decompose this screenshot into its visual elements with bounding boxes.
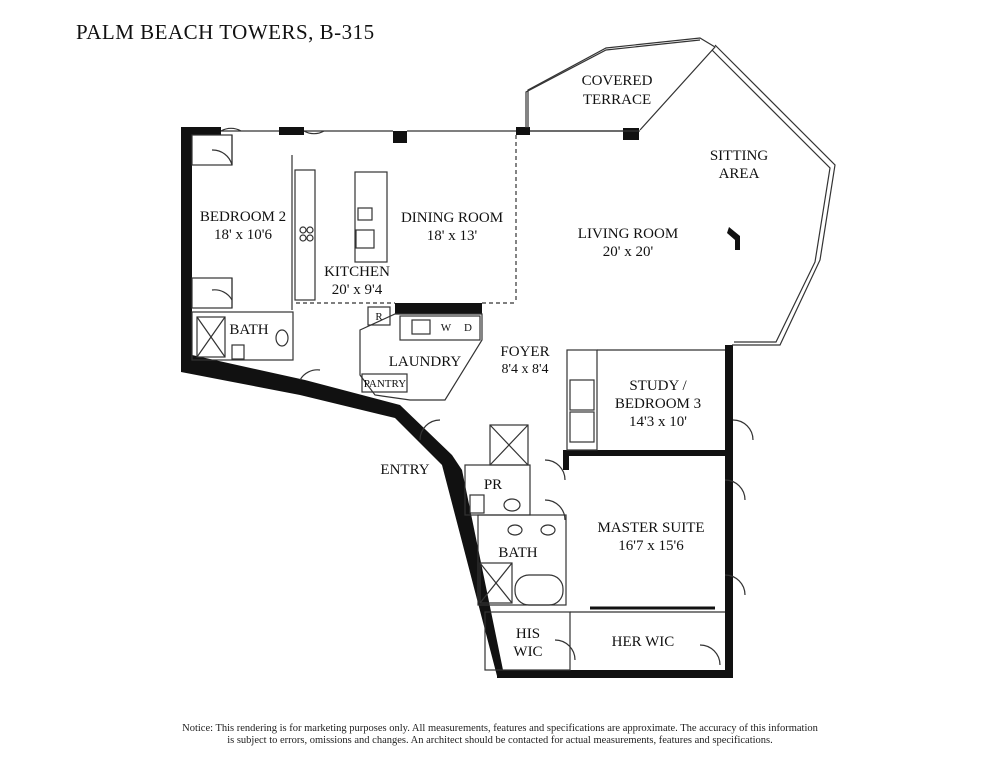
interior-walls [191,37,836,671]
wall-top-bedroom [181,127,221,135]
wall-study-bottom [567,450,729,456]
label-kitchen-name: KITCHEN [324,264,390,280]
label-covered-terrace-1: COVERED [582,73,653,89]
label-dining-room-size: 18' x 13' [427,228,478,244]
label-refrigerator: R [375,311,383,323]
disclaimer-notice: Notice: This rendering is for marketing … [180,723,820,747]
label-covered-terrace-2: TERRACE [583,92,651,108]
label-bath-master: BATH [498,545,537,561]
wall-pier-2 [623,128,639,140]
label-sitting-area-2: AREA [719,166,760,182]
column-living [727,227,740,250]
label-bedroom2-name: BEDROOM 2 [200,209,286,225]
wall-left [181,127,192,362]
notice-line-1: Notice: This rendering is for marketing … [182,723,818,734]
wall-master-bottom [497,670,732,678]
label-study-size: 14'3 x 10' [629,414,687,430]
label-dining-room-name: DINING ROOM [401,210,503,226]
label-living-room-size: 20' x 20' [603,244,654,260]
exterior-walls [181,127,740,678]
label-entry: ENTRY [380,462,429,478]
label-living-room-name: LIVING ROOM [578,226,678,242]
label-pr: PR [484,477,502,493]
label-bedroom2-size: 18' x 10'6 [214,227,272,243]
wall-master-west [563,450,569,470]
label-study-2: BEDROOM 3 [615,396,701,412]
wall-master-west-diagonal [442,465,503,676]
wall-southwest-diagonal [181,355,462,478]
label-sitting-area-1: SITTING [710,148,768,164]
label-dryer: D [464,322,472,334]
wall-top-right [516,127,530,135]
label-her-wic: HER WIC [612,634,675,650]
label-his-wic-2: WIC [513,644,542,660]
label-washer: W [441,322,452,334]
wall-laundry-top [395,303,482,314]
label-kitchen-size: 20' x 9'4 [332,282,383,298]
label-master-suite-size: 16'7 x 15'6 [618,538,684,554]
floorplan-title: PALM BEACH TOWERS, B-315 [76,20,375,44]
label-pantry: PANTRY [364,378,406,390]
label-foyer-name: FOYER [500,344,549,360]
label-foyer-size: 8'4 x 8'4 [501,362,548,377]
label-study-1: STUDY / [629,378,687,394]
label-laundry: LAUNDRY [389,354,462,370]
room-labels: COVERED TERRACE SITTING AREA BEDROOM 2 1… [200,73,768,660]
label-master-suite-name: MASTER SUITE [597,520,704,536]
label-bath-left: BATH [229,322,268,338]
wall-top-mid [279,127,304,135]
label-his-wic-1: HIS [516,626,540,642]
wall-master-right [725,345,733,678]
wall-pier-1 [393,131,407,143]
notice-line-2: is subject to errors, omissions and chan… [227,735,773,746]
